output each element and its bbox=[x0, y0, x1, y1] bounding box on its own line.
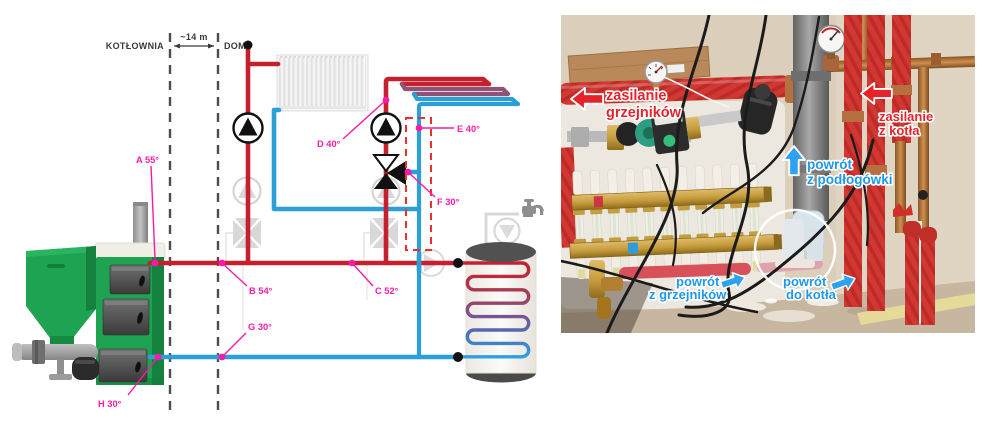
distance-label: ~14 m bbox=[180, 32, 207, 42]
faucet-icon bbox=[522, 199, 544, 217]
temp-label-g: G 30° bbox=[248, 322, 272, 332]
label-zasilanie-z-kotla-2: z kotła bbox=[879, 123, 920, 138]
temp-label-d: D 40° bbox=[317, 139, 341, 149]
dashed-highlight-box bbox=[405, 117, 432, 251]
right-arrow-icon bbox=[719, 271, 746, 290]
annotation-return-underfloor: powrót z podłogówki bbox=[782, 145, 894, 189]
label-zasilanie-grzejnikow-1: zasilanie bbox=[606, 88, 666, 104]
zone-label-dom: DOM bbox=[224, 41, 246, 51]
boiler-door bbox=[102, 298, 150, 336]
label-powrot-z-grzejnikow-2: z grzejników bbox=[649, 287, 727, 302]
label-zasilanie-z-kotla-1: zasilanie bbox=[879, 109, 933, 124]
pump-icon bbox=[370, 112, 402, 144]
pellet-feeder-auger bbox=[12, 340, 99, 380]
floor-debris bbox=[726, 298, 875, 322]
ghost-dhw-line bbox=[484, 212, 521, 247]
annotation-return-to-boiler: powrót do kotła bbox=[781, 272, 856, 304]
pellet-hopper bbox=[26, 246, 96, 348]
buffer-tank bbox=[459, 242, 537, 383]
pressure-gauge-icon bbox=[816, 24, 846, 59]
supply-pipes bbox=[147, 42, 492, 266]
zone-boundary-lines bbox=[168, 33, 220, 413]
heating-schematic-diagram: KOTŁOWNIA DOM ~14 m bbox=[12, 32, 544, 413]
ghost-mixing-valve-icon bbox=[233, 218, 261, 248]
label-powrot-z-podlogowki-1: powrót bbox=[807, 157, 852, 172]
capped-red-pipes bbox=[893, 203, 937, 325]
mixing-valve-icon bbox=[372, 154, 406, 189]
temperature-annotations: A 55° B 54° C 52° D 40° E 40° F 30° G 30… bbox=[98, 96, 480, 409]
circulation-pump-group bbox=[567, 108, 742, 155]
right-arrow-icon bbox=[829, 273, 856, 292]
pellet-boiler bbox=[12, 202, 166, 385]
cables bbox=[561, 15, 875, 333]
label-powrot-z-grzejnikow-1: powrót bbox=[676, 274, 720, 289]
zone-label-kotlownia: KOTŁOWNIA bbox=[106, 41, 164, 51]
boiler-door bbox=[109, 264, 151, 295]
highlight-circle bbox=[753, 208, 837, 292]
boiler-room-photo: zasilanie grzejników zasilanie z kotła p… bbox=[561, 15, 975, 333]
black-valve-handle bbox=[616, 122, 640, 146]
left-arrow-icon bbox=[570, 87, 605, 111]
ghost-symbols bbox=[225, 176, 544, 330]
temp-label-h: H 30° bbox=[98, 399, 122, 409]
pump-icon bbox=[232, 112, 264, 144]
pink-return-pipe bbox=[619, 262, 751, 280]
temp-label-a: A 55° bbox=[136, 155, 159, 165]
junction-dots bbox=[243, 40, 463, 362]
temp-label-b: B 54° bbox=[249, 286, 273, 296]
up-arrow-icon bbox=[782, 145, 806, 177]
tank-coil bbox=[459, 261, 531, 359]
return-pipes bbox=[147, 107, 461, 360]
annotation-supply-radiators: zasilanie grzejników bbox=[570, 86, 683, 123]
red-supply-pipe-horizontal bbox=[561, 75, 793, 105]
label-zasilanie-grzejnikow-2: grzejników bbox=[606, 105, 682, 121]
left-arrow-icon bbox=[860, 82, 893, 105]
temp-label-f: F 30° bbox=[437, 197, 460, 207]
temp-label-c: C 52° bbox=[375, 286, 399, 296]
boiler-door bbox=[98, 348, 148, 383]
annotation-supply-from-boiler: zasilanie z kotła bbox=[860, 82, 935, 140]
radiator bbox=[276, 54, 369, 112]
cardboard-box bbox=[567, 45, 711, 87]
gray-vertical-pipe bbox=[791, 15, 831, 221]
temp-label-e: E 40° bbox=[457, 124, 480, 134]
label-powrot-do-kotla-1: powrót bbox=[783, 274, 827, 289]
label-powrot-do-kotla-2: do kotła bbox=[786, 287, 837, 302]
pressure-gauge-icon bbox=[644, 60, 668, 88]
label-powrot-z-podlogowki-2: z podłogówki bbox=[807, 172, 893, 187]
annotation-return-radiators: powrót z grzejników bbox=[647, 271, 746, 304]
chimney bbox=[133, 202, 148, 250]
underfloor-heating-loop bbox=[399, 81, 521, 360]
